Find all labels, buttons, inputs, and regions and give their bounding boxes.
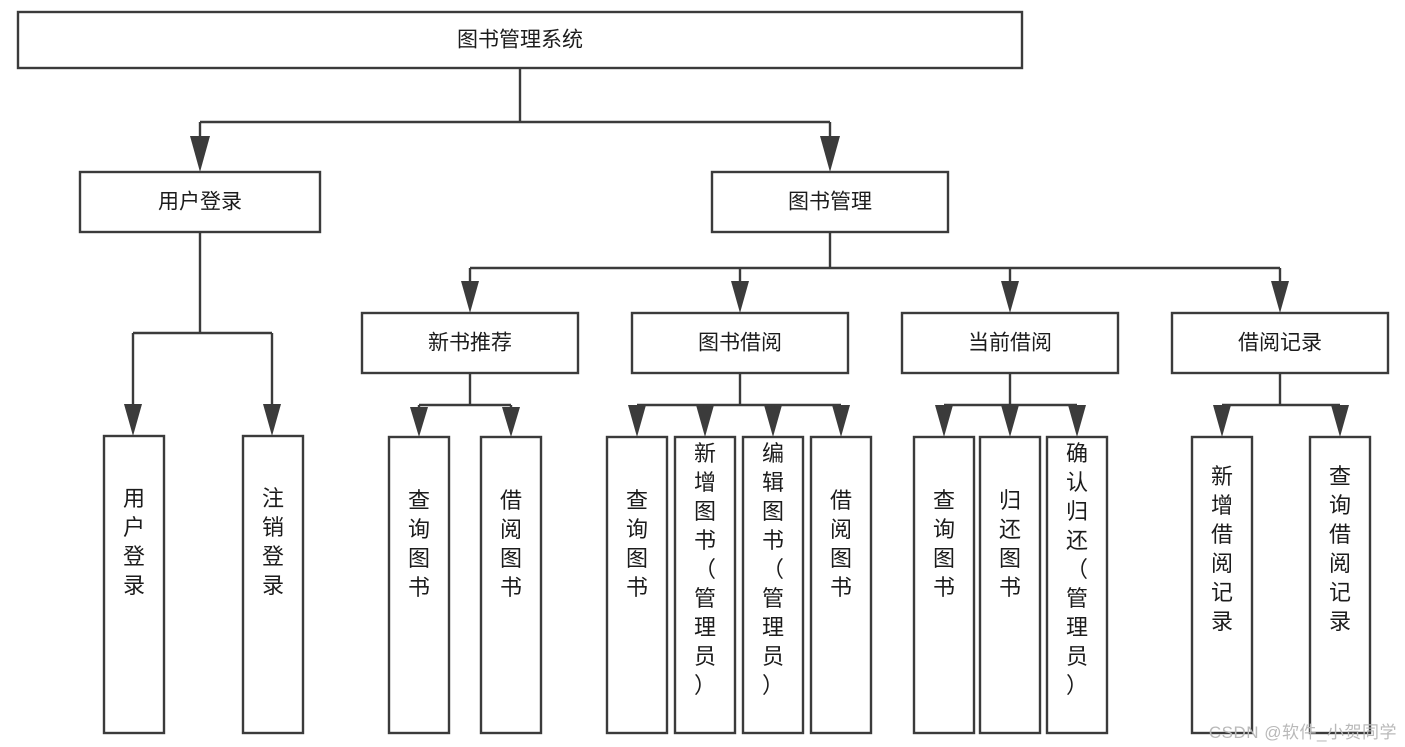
arrow-head-leaf-add-record (1213, 405, 1231, 437)
node-leaf-edit-book-box[interactable] (741, 435, 805, 735)
arrow-head-leaf-query-record (1331, 405, 1349, 437)
node-leaf-user-logout-box[interactable] (241, 434, 305, 735)
node-borrow-record-label: 借阅记录 (1238, 332, 1322, 355)
node-leaf-query-book-1[interactable]: 查询图书 (387, 435, 451, 735)
node-leaf-query-book-2-label: 查询图书 (626, 488, 648, 600)
node-leaf-borrow-book-2[interactable]: 借阅图书 (809, 435, 873, 735)
node-current-borrow-label: 当前借阅 (968, 332, 1052, 355)
node-user-login-label: 用户登录 (158, 191, 242, 214)
node-leaf-edit-book-label: 编辑图书（管理员） (762, 441, 784, 698)
node-leaf-return-book-label: 归还图书 (999, 488, 1021, 600)
node-leaf-query-record-label: 查询借阅记录 (1329, 464, 1351, 634)
arrow-head-leaf-borrow-book-2 (832, 405, 850, 437)
node-leaf-query-book-2-box[interactable] (605, 435, 669, 735)
connector-group-user-login (124, 232, 281, 436)
node-leaf-borrow-book-1[interactable]: 借阅图书 (479, 435, 543, 735)
node-leaf-query-book-3-box[interactable] (912, 435, 976, 735)
arrow-head-leaf-edit-book (764, 405, 782, 437)
node-current-borrow[interactable]: 当前借阅 (900, 311, 1120, 375)
arrow-head-leaf-query-book-2 (628, 405, 646, 437)
node-leaf-add-record-box[interactable] (1190, 435, 1254, 735)
node-root-label: 图书管理系统 (457, 29, 583, 52)
arrow-head-new-book-recommend (461, 281, 479, 313)
csdn-watermark: CSDN @软件_小贺同学 (1208, 723, 1397, 742)
connector-group-current-borrow (935, 373, 1086, 437)
node-leaf-add-book-box[interactable] (673, 435, 737, 735)
connector-group-root (190, 68, 840, 172)
node-new-book-recommend-box[interactable] (360, 311, 580, 375)
node-leaf-user-login[interactable]: 用户登录 (102, 434, 166, 735)
node-book-borrow-label: 图书借阅 (698, 332, 782, 355)
node-root-box[interactable] (16, 10, 1024, 70)
node-leaf-query-book-1-box[interactable] (387, 435, 451, 735)
node-new-book-recommend[interactable]: 新书推荐 (360, 311, 580, 375)
connector-group-book-borrow (628, 373, 850, 437)
node-user-login-box[interactable] (78, 170, 322, 234)
arrow-head-book-manage (820, 136, 840, 172)
node-leaf-borrow-book-2-box[interactable] (809, 435, 873, 735)
arrow-head-user-login (190, 136, 210, 172)
node-leaf-edit-book[interactable]: 编辑图书（管理员） (741, 435, 805, 735)
node-leaf-borrow-book-1-box[interactable] (479, 435, 543, 735)
node-leaf-add-record[interactable]: 新增借阅记录 (1190, 435, 1254, 735)
node-book-borrow[interactable]: 图书借阅 (630, 311, 850, 375)
node-book-manage-box[interactable] (710, 170, 950, 234)
node-current-borrow-box[interactable] (900, 311, 1120, 375)
node-leaf-add-book-label: 新增图书（管理员） (694, 441, 716, 698)
node-leaf-query-record-box[interactable] (1308, 435, 1372, 735)
node-leaf-user-login-box[interactable] (102, 434, 166, 735)
arrow-head-leaf-query-book-1 (410, 407, 428, 437)
node-user-login[interactable]: 用户登录 (78, 170, 322, 234)
node-book-borrow-box[interactable] (630, 311, 850, 375)
arrow-head-leaf-add-book (696, 405, 714, 437)
node-leaf-add-record-label: 新增借阅记录 (1211, 464, 1233, 634)
node-borrow-record[interactable]: 借阅记录 (1170, 311, 1390, 375)
node-leaf-add-book[interactable]: 新增图书（管理员） (673, 435, 737, 735)
connector-group-borrow-record (1213, 373, 1349, 437)
arrow-head-book-borrow (731, 281, 749, 313)
node-leaf-query-book-2[interactable]: 查询图书 (605, 435, 669, 735)
node-leaf-query-record[interactable]: 查询借阅记录 (1308, 435, 1372, 735)
node-root[interactable]: 图书管理系统 (16, 10, 1024, 70)
node-leaf-confirm-return-box[interactable] (1045, 435, 1109, 735)
node-leaf-borrow-book-1-label: 借阅图书 (500, 488, 522, 600)
node-leaf-return-book[interactable]: 归还图书 (978, 435, 1042, 735)
arrow-head-leaf-borrow-book-1 (502, 407, 520, 437)
node-leaf-borrow-book-2-label: 借阅图书 (830, 488, 852, 600)
node-new-book-recommend-label: 新书推荐 (428, 332, 512, 355)
node-leaf-user-logout-label: 注销登录 (262, 486, 284, 598)
arrow-head-current-borrow (1001, 281, 1019, 313)
node-leaf-confirm-return[interactable]: 确认归还（管理员） (1045, 435, 1109, 735)
node-leaf-user-logout[interactable]: 注销登录 (241, 434, 305, 735)
arrow-head-leaf-user-logout (263, 404, 281, 436)
node-leaf-query-book-1-label: 查询图书 (408, 488, 430, 600)
node-leaf-return-book-box[interactable] (978, 435, 1042, 735)
node-book-manage-label: 图书管理 (788, 191, 872, 214)
node-leaf-query-book-3[interactable]: 查询图书 (912, 435, 976, 735)
arrow-head-leaf-user-login (124, 404, 142, 436)
node-leaf-query-book-3-label: 查询图书 (933, 488, 955, 600)
node-leaf-user-login-label: 用户登录 (123, 486, 145, 598)
arrow-head-leaf-query-book-3 (935, 405, 953, 437)
node-leaf-confirm-return-label: 确认归还（管理员） (1066, 441, 1088, 698)
arrow-head-leaf-return-book (1001, 405, 1019, 437)
connector-group-book-manage (461, 232, 1289, 313)
connector-group-new-book-recommend (410, 373, 520, 437)
arrow-head-leaf-confirm-return (1068, 405, 1086, 437)
arrow-head-borrow-record (1271, 281, 1289, 313)
node-borrow-record-box[interactable] (1170, 311, 1390, 375)
node-book-manage[interactable]: 图书管理 (710, 170, 950, 234)
